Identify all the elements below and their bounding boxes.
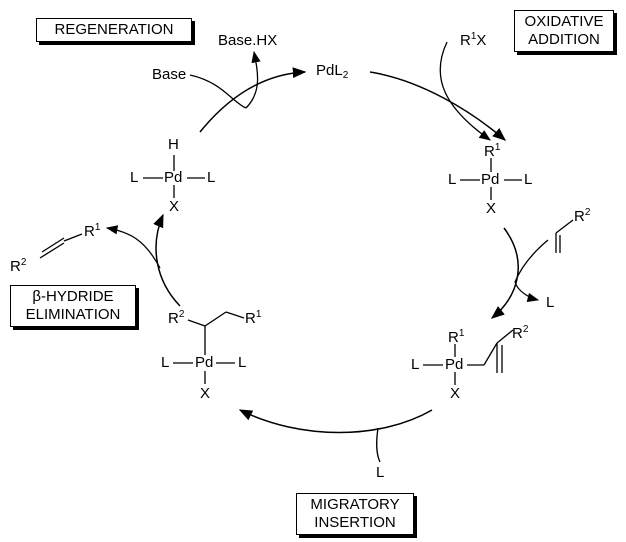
- hydride-pd: Pd: [164, 169, 183, 186]
- aryl-halide-x: X: [476, 32, 487, 49]
- alkene-product-out-arrow: [105, 225, 161, 269]
- ligand-in-label: L: [376, 464, 385, 481]
- hydride-complex-bonds: [143, 155, 205, 198]
- cycle-arrow-to-hydride: [153, 213, 181, 307]
- cycle-arrow-to-alkene-complex: [490, 227, 519, 319]
- hydride-x: X: [169, 198, 180, 215]
- adduct-x: X: [486, 200, 497, 217]
- complex-x: X: [450, 385, 461, 402]
- base-in-arrow: [189, 74, 247, 109]
- beta-hydride-line-2: ELIMINATION: [25, 306, 121, 323]
- oxidative-addition-box: OXIDATIVE ADDITION: [514, 10, 614, 52]
- aryl-halide-r: R: [460, 32, 471, 49]
- migratory-insertion-line-1: MIGRATORY: [310, 496, 400, 513]
- complex-r2: R2: [512, 324, 529, 342]
- cycle-arrow-to-catalyst: [199, 67, 307, 133]
- cycle-arrow-to-insertion-product: [238, 409, 433, 434]
- base-hx-label: Base.HX: [218, 32, 278, 49]
- hydride-l-left: L: [130, 169, 139, 186]
- beta-hydride-line-1: β-HYDRIDE: [32, 288, 114, 305]
- product-r1: R1: [84, 222, 101, 240]
- complex-l-left: L: [411, 356, 420, 373]
- base-hx-out-arrow: [245, 50, 261, 109]
- insertion-r2: R2: [168, 309, 185, 327]
- hydride-h: H: [168, 136, 179, 153]
- complex-pd: Pd: [445, 356, 464, 373]
- insertion-product-bonds: [173, 311, 245, 384]
- insertion-l-left: L: [161, 354, 170, 371]
- ligand-out-label: L: [546, 294, 555, 311]
- beta-hydride-elimination-box: β-HYDRIDE ELIMINATION: [10, 285, 136, 327]
- catalyst-label: PdL2: [316, 62, 348, 84]
- migratory-insertion-box: MIGRATORY INSERTION: [296, 493, 414, 535]
- regeneration-box: REGENERATION: [36, 18, 192, 42]
- adduct-pd: Pd: [481, 171, 500, 188]
- reagent-alkene-bonds: [555, 219, 574, 253]
- cycle-arrow-to-oxidative-adduct: [369, 71, 507, 141]
- insertion-pd: Pd: [195, 354, 214, 371]
- alkene-in-arrow: [514, 239, 549, 283]
- oxidative-adduct-bonds: [460, 158, 522, 200]
- catalyst-subscript: 2: [342, 70, 349, 81]
- alkene-complex-bonds: [423, 329, 514, 385]
- oxidative-addition-line-1: OXIDATIVE: [524, 13, 604, 30]
- adduct-l-right: L: [524, 171, 533, 188]
- ligand-in-arrow: [376, 427, 381, 463]
- product-r2: R2: [10, 257, 27, 275]
- adduct-l-left: L: [448, 171, 457, 188]
- hydride-l-right: L: [207, 169, 216, 186]
- regeneration-label: REGENERATION: [54, 21, 174, 38]
- adduct-r1: R1: [484, 142, 501, 160]
- base-label: Base: [152, 66, 187, 83]
- insertion-l-right: L: [238, 354, 247, 371]
- ligand-out-arrow: [514, 281, 540, 302]
- aryl-halide-in-arrow: [439, 41, 491, 141]
- insertion-r1: R1: [245, 309, 262, 327]
- product-alkene-bonds: [39, 233, 83, 259]
- complex-r1: R1: [448, 328, 465, 346]
- migratory-insertion-line-2: INSERTION: [314, 514, 396, 531]
- aryl-halide-sup: 1: [470, 31, 477, 42]
- insertion-x: X: [200, 385, 211, 402]
- oxidative-addition-line-2: ADDITION: [528, 31, 600, 48]
- reagent-alkene-r2: R2: [574, 207, 591, 225]
- aryl-halide-label: R1X: [460, 28, 486, 49]
- catalyst-main: PdL: [316, 62, 343, 79]
